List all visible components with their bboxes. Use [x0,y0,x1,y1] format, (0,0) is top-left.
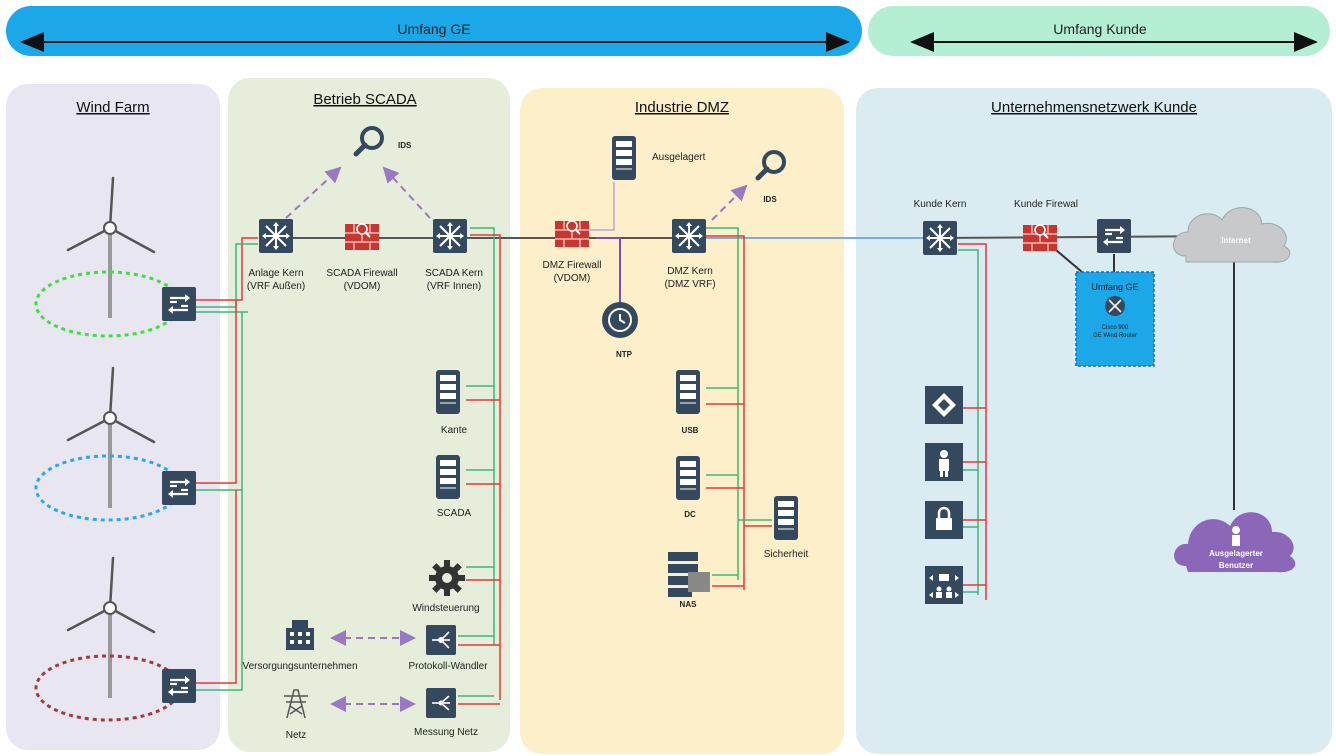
nas-icon[interactable] [668,552,710,597]
ausgelagerter-label-2: Benutzer [1219,561,1253,570]
banner-right-label: Umfang Kunde [1053,21,1147,37]
kante-label: Kante [441,425,468,436]
usb-label: USB [682,426,699,435]
zone-title-dmz: Industrie DMZ [635,99,729,116]
usb-server-icon[interactable] [675,369,701,415]
dmz-firewall-label: DMZ Firewall [543,260,602,271]
turbine-switch-1-icon[interactable] [160,285,198,323]
zone-title-wind-farm: Wind Farm [76,99,149,116]
messung-netz-icon[interactable] [426,688,456,718]
dmz-firewall-icon[interactable] [554,220,590,248]
video-conference-icon[interactable] [925,566,963,604]
dmz-kern-sublabel: (DMZ VRF) [664,279,715,290]
netz-label: Netz [286,730,307,741]
umfang-ge-label: Umfang GE [1091,282,1138,292]
ntp-clock-icon[interactable] [602,302,638,338]
sicherheit-server-icon[interactable] [773,495,799,541]
internet-label: Internet [1221,236,1251,245]
anlage-kern-icon[interactable] [258,218,294,254]
zone-dmz [520,88,844,754]
dmz-kern-icon[interactable] [671,218,707,254]
scada-firewall-sublabel: (VDOM) [344,281,381,292]
dashed-links [285,166,748,712]
pylon-icon[interactable] [284,689,308,719]
lock-icon[interactable] [925,501,963,539]
turbine-switch-3-icon[interactable] [160,667,198,705]
kante-server-icon[interactable] [435,369,461,415]
banner-left-label: Umfang GE [397,21,470,37]
windsteuerung-label: Windsteuerung [412,603,479,614]
scada-ids-label: IDS [398,141,412,150]
zone-title-scada: Betrieb SCADA [313,91,416,108]
anlage-kern-label: Anlage Kern [248,268,303,279]
scada-kern-sublabel: (VRF Innen) [427,281,481,292]
sicherheit-label: Sicherheit [764,549,809,560]
banner-umfang-ge: Umfang GE [6,6,862,56]
zone-scada [228,78,510,752]
scada-firewall-icon[interactable] [344,223,380,251]
router-label-1: Cisco 900 [1102,325,1129,331]
scada-kern-icon[interactable] [432,218,468,254]
scada-server-icon[interactable] [435,454,461,500]
outsourced-user-cloud-icon[interactable] [1174,512,1296,573]
anlage-kern-sublabel: (VRF Außen) [247,281,305,292]
user-icon[interactable] [925,443,963,481]
connection-lines [196,182,1235,705]
kunde-kern-label: Kunde Kern [914,199,967,210]
ausgelagerter-label-1: Ausgelagerter [1209,549,1263,558]
ausgelagert-server-icon[interactable] [611,135,637,181]
protokoll-wandler-icon[interactable] [426,625,456,655]
banner-umfang-kunde: Umfang Kunde [868,6,1330,56]
scada-server-label: SCADA [437,508,472,519]
zone-title-customer: Unternehmensnetzwerk Kunde [991,99,1197,116]
dc-label: DC [684,510,696,519]
versorgungsunternehmen-label: Versorgungsunternehmen [242,661,357,672]
ntp-label: NTP [616,350,633,359]
turbine-switch-2-icon[interactable] [160,469,198,507]
internet-cloud-icon[interactable] [1173,207,1291,263]
customer-switch-icon[interactable] [1095,217,1133,255]
nas-label: NAS [680,600,698,609]
building-icon[interactable] [286,620,314,650]
gear-icon[interactable] [429,560,465,596]
dmz-ids-label: IDS [763,195,777,204]
protokoll-wandler-label: Protokoll-Wandler [408,661,488,672]
ausgelagert-label: Ausgelagert [652,152,706,163]
kunde-kern-icon[interactable] [922,220,958,256]
kunde-firewall-icon[interactable] [1022,224,1058,252]
router-label-2: GE Wind Router [1093,333,1137,339]
dmz-firewall-sublabel: (VDOM) [554,273,591,284]
scada-firewall-label: SCADA Firewall [326,268,397,279]
kunde-firewall-label: Kunde Firewal [1014,199,1078,210]
umfang-ge-box: Umfang GE Cisco 900 GE Wind Router [1075,271,1155,367]
diamond-network-icon[interactable] [925,386,963,424]
dmz-kern-label: DMZ Kern [667,266,713,277]
messung-netz-label: Messung Netz [414,727,478,738]
router-icon[interactable] [1105,296,1125,316]
dc-server-icon[interactable] [675,455,701,501]
scada-kern-label: SCADA Kern [425,268,483,279]
